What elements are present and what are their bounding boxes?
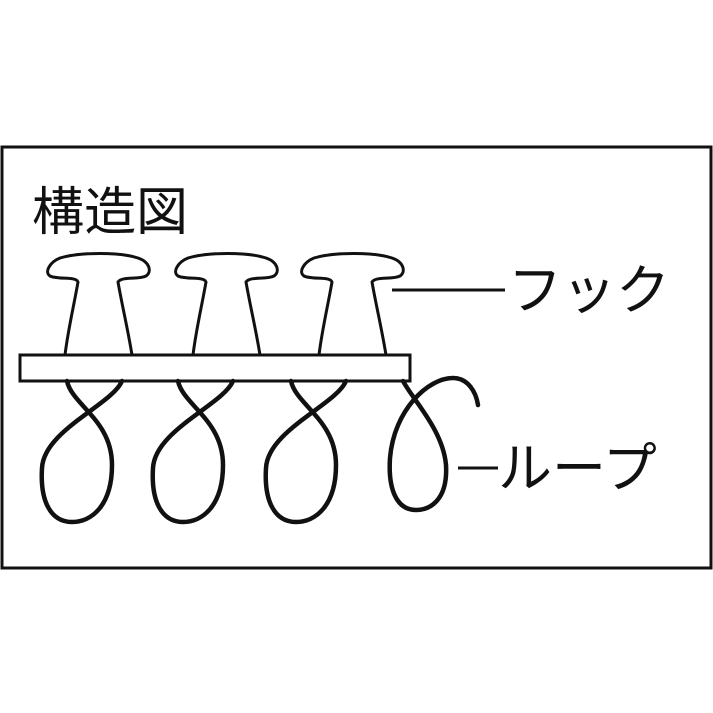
hook-shape (46, 252, 151, 356)
loops-group (39, 375, 481, 525)
base-tape (18, 353, 412, 383)
loop-shape (263, 378, 349, 525)
hook-label: フック (508, 259, 670, 322)
hook-shape (300, 252, 405, 356)
hooks-group (46, 252, 405, 356)
loop-shape (150, 378, 236, 525)
loop-label: ループ (498, 437, 657, 500)
loop-shape (387, 375, 481, 513)
hook-shape (174, 252, 279, 356)
loop-shape (39, 378, 125, 525)
diagram-title: 構造図 (32, 183, 188, 243)
